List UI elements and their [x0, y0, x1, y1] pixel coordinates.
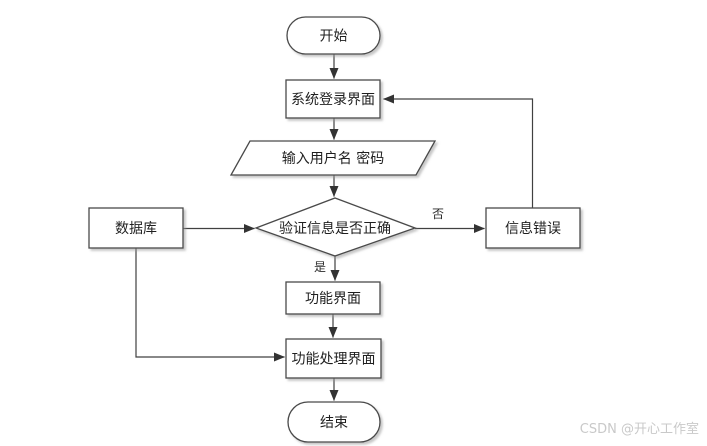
- node-start-label: 开始: [320, 29, 348, 45]
- edge-error-to-login-feedback: [383, 94, 534, 208]
- edge-label-no: 否: [432, 207, 444, 221]
- node-error-shape: [485, 207, 581, 249]
- node-error-label: 信息错误: [505, 220, 561, 237]
- node-input-label: 输入用户名 密码: [282, 150, 384, 167]
- node-database-label: 数据库: [115, 221, 157, 237]
- edge-label-yes: 是: [314, 260, 326, 274]
- node-func-label: 功能界面: [305, 291, 361, 307]
- node-input-shape: [229, 140, 437, 176]
- node-login-label: 系统登录界面: [291, 92, 375, 108]
- node-func-shape: [285, 281, 381, 315]
- node-end-label: 结束: [320, 415, 348, 431]
- node-database-shape: [88, 207, 184, 249]
- node-verify-label: 验证信息是否正确: [279, 220, 391, 237]
- edge-database-to-funcproc: [135, 248, 285, 362]
- watermark-text: CSDN @开心工作室: [580, 421, 699, 437]
- node-end-shape: [287, 401, 381, 443]
- node-start-shape: [286, 16, 381, 55]
- node-funcproc-shape: [285, 338, 382, 379]
- node-login-shape: [285, 79, 381, 119]
- node-verify-shape: [254, 197, 417, 257]
- node-funcproc-label: 功能处理界面: [292, 352, 376, 368]
